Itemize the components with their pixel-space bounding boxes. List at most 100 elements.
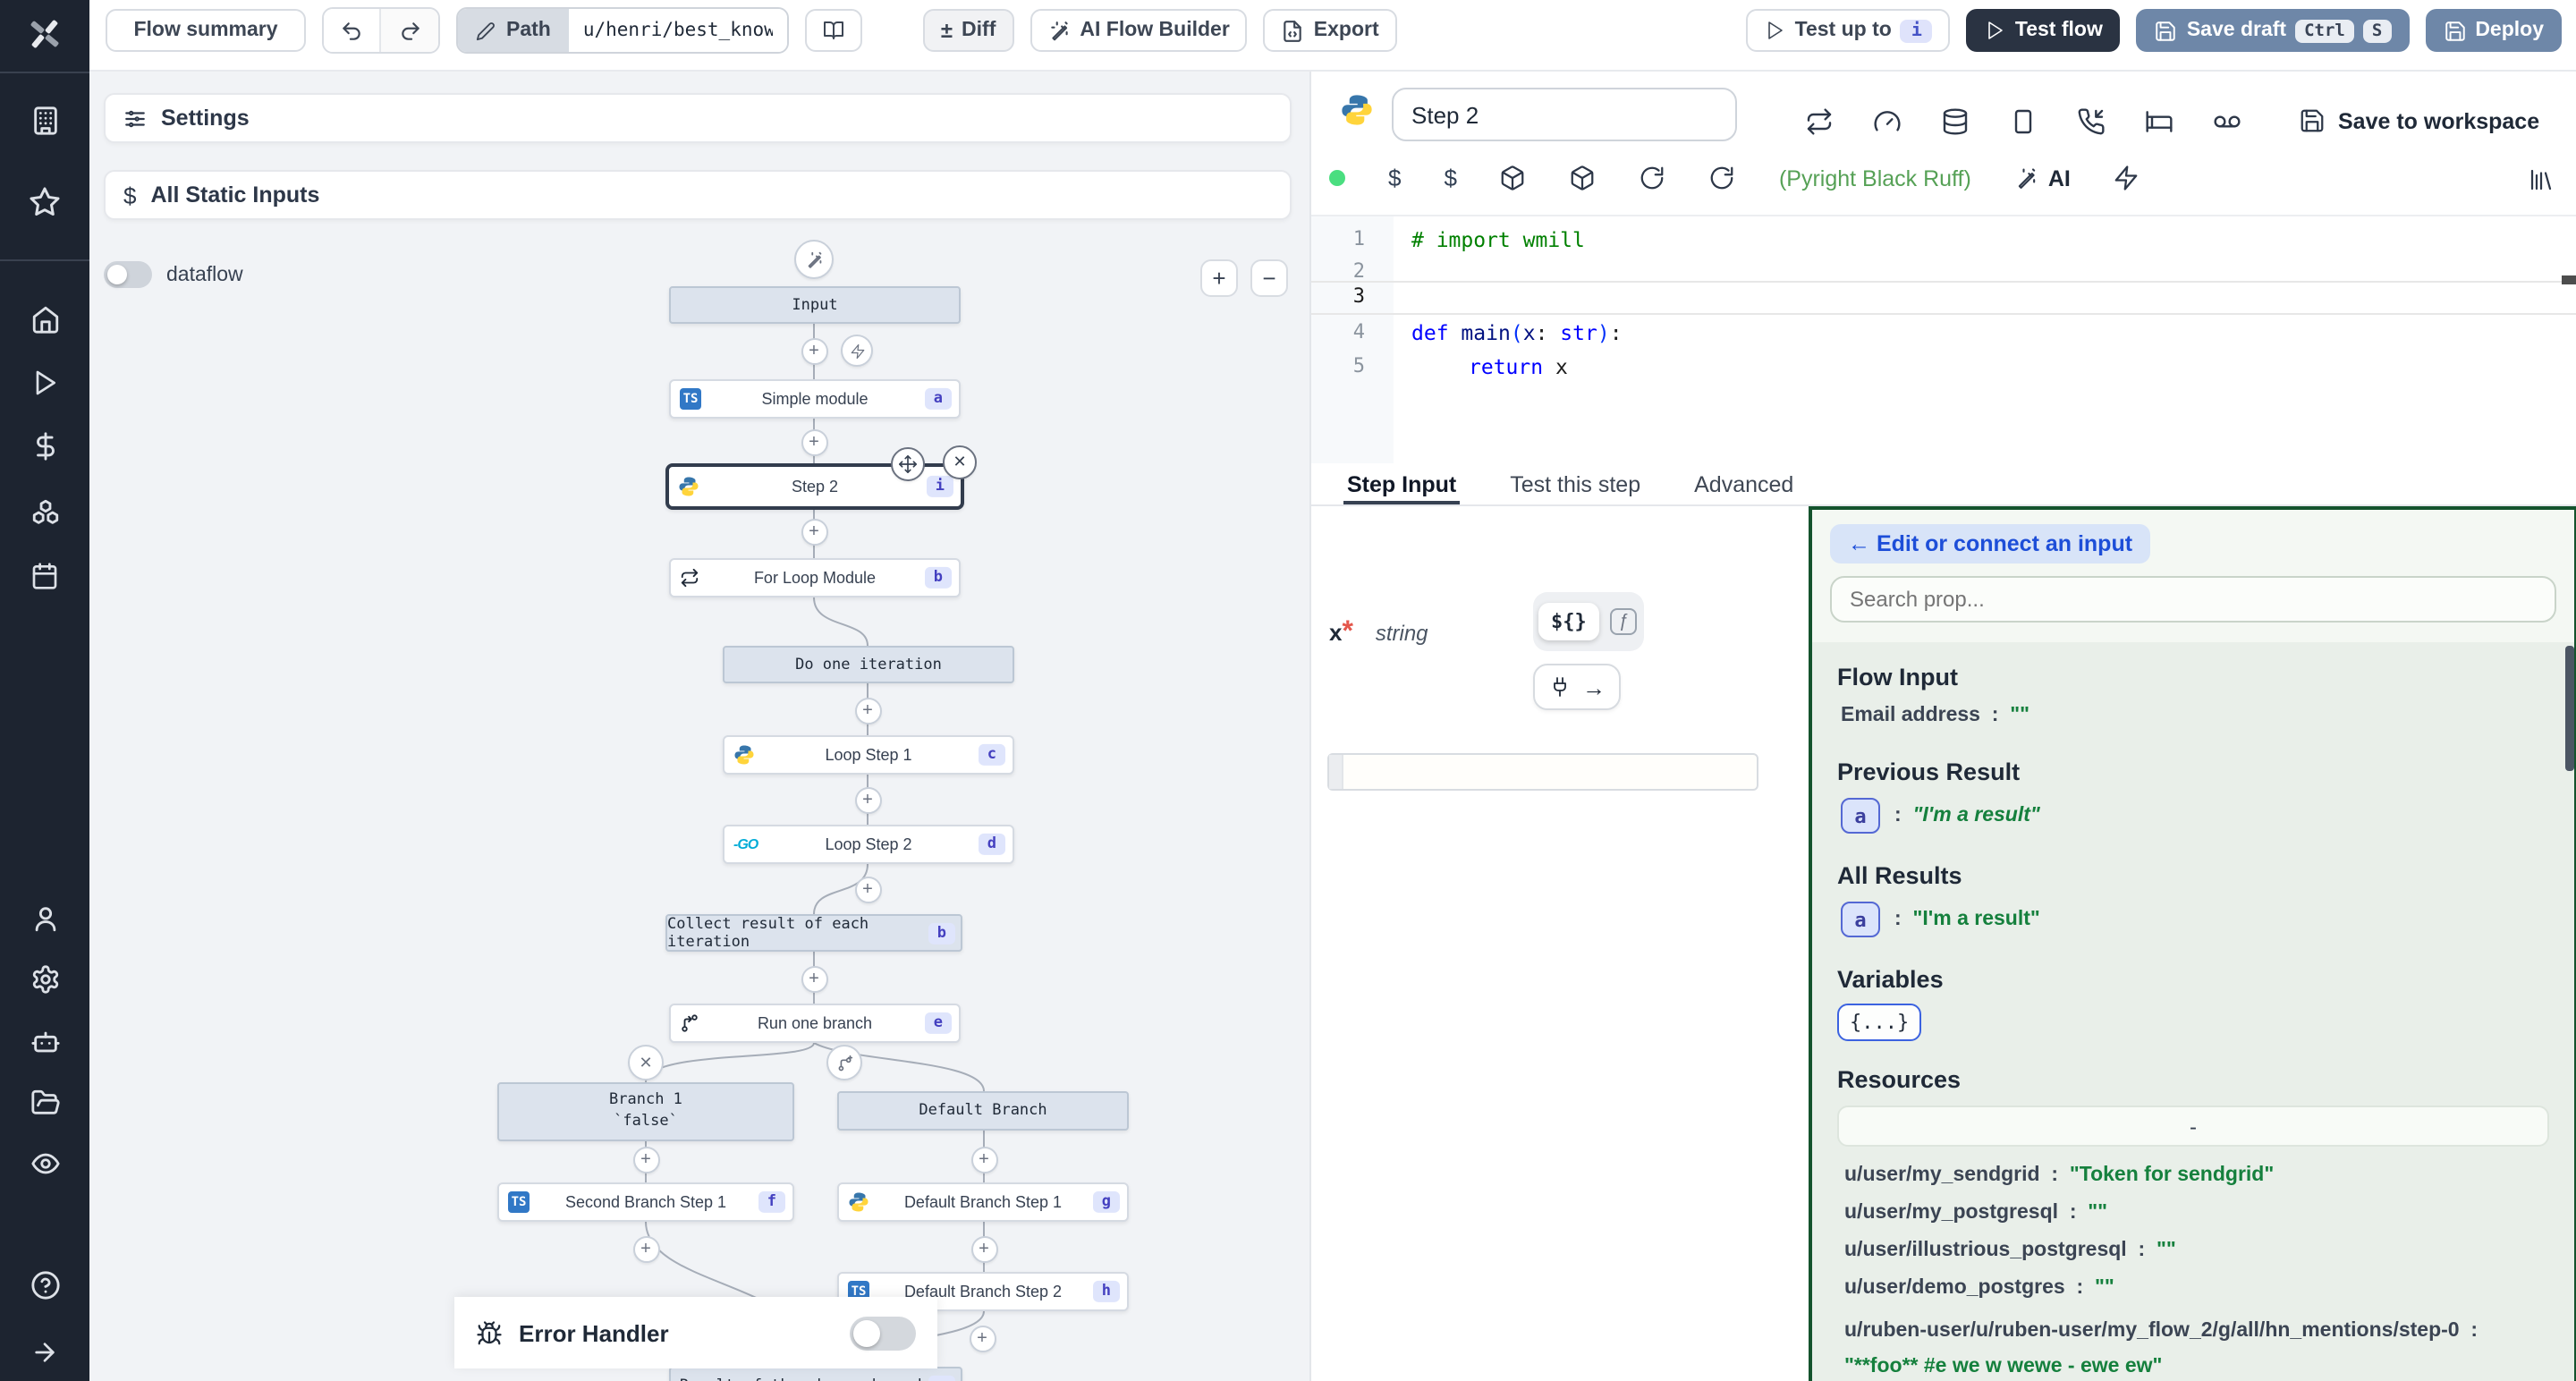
flow-node-collect-result[interactable]: Collect result of each iteration b [665, 914, 962, 952]
add-branch-button[interactable] [826, 1045, 862, 1080]
calendar-icon[interactable] [0, 562, 89, 590]
add-step-button[interactable]: + [970, 1235, 997, 1262]
all-results-row[interactable]: a : "I'm a result" [1841, 902, 2574, 937]
resource-row[interactable]: u/user/my_postgresql : "" [1844, 1202, 2108, 1224]
package-icon[interactable] [1570, 165, 1597, 191]
dollar-icon[interactable]: $ [1444, 165, 1457, 191]
arrow-right-icon[interactable] [0, 1338, 89, 1367]
flow-node-input[interactable]: Input [669, 286, 961, 324]
windmill-logo-icon[interactable] [0, 13, 89, 55]
add-step-button[interactable]: + [970, 1146, 997, 1173]
dataflow-toggle[interactable] [104, 261, 152, 288]
arg-value-input[interactable] [1327, 753, 1758, 791]
undo-button[interactable] [324, 9, 381, 52]
database-icon[interactable] [1941, 107, 1970, 136]
tab-test-this-step[interactable]: Test this step [1510, 472, 1641, 497]
save-draft-button[interactable]: Save draft Ctrl S [2136, 9, 2410, 52]
code-editor[interactable]: 1 2 3 4 5 # import wmill def main(x: str… [1311, 215, 2576, 463]
zap-icon[interactable] [2114, 165, 2140, 191]
zoom-in-button[interactable]: + [1200, 259, 1238, 297]
test-up-to-button[interactable]: Test up to i [1746, 9, 1951, 52]
resource-row[interactable]: u/ruben-user/u/ruben-user/my_flow_2/g/al… [1844, 1320, 2479, 1377]
deploy-button[interactable]: Deploy [2425, 9, 2562, 52]
add-step-button[interactable]: + [854, 876, 881, 902]
connect-input-button[interactable]: → [1533, 664, 1621, 710]
rotate-cw-icon[interactable] [1640, 165, 1666, 191]
resources-select[interactable]: - [1837, 1106, 2549, 1147]
building-icon[interactable] [0, 106, 89, 136]
settings-card[interactable]: Settings [104, 93, 1292, 143]
trigger-zap-button[interactable] [841, 335, 873, 367]
move-step-button[interactable] [891, 447, 925, 481]
rectangle-icon[interactable] [2009, 107, 2038, 136]
home-icon[interactable] [0, 304, 89, 335]
gauge-icon[interactable] [1873, 107, 1902, 136]
folder-open-icon[interactable] [0, 1088, 89, 1118]
add-step-button[interactable]: + [854, 697, 881, 724]
add-step-button[interactable]: + [969, 1325, 996, 1351]
previous-result-row[interactable]: a : "I'm a result" [1841, 798, 2574, 834]
gear-icon[interactable] [0, 964, 89, 995]
repeat-icon[interactable] [1805, 107, 1834, 136]
phone-incoming-icon[interactable] [2077, 107, 2106, 136]
add-step-button[interactable]: + [801, 428, 827, 455]
boxes-icon[interactable] [0, 497, 89, 528]
ai-button[interactable]: AI [2014, 165, 2071, 191]
flow-summary-button[interactable]: Flow summary [106, 9, 306, 52]
flow-node-simple-module[interactable]: TS Simple module a [669, 379, 961, 419]
error-handler-toggle[interactable] [850, 1316, 916, 1350]
flow-node-branch1[interactable]: Branch 1 `false` [497, 1082, 794, 1141]
flow-input-row[interactable]: Email address : "" [1841, 705, 2030, 726]
flow-node-run-one-branch[interactable]: Run one branch e [669, 1004, 961, 1043]
add-step-button[interactable]: + [801, 518, 827, 545]
add-step-button[interactable]: + [801, 337, 827, 364]
back-to-edit-chip[interactable]: ← Edit or connect an input [1830, 524, 2151, 563]
flow-node-do-one-iteration[interactable]: Do one iteration [723, 646, 1014, 683]
dollar-icon[interactable]: $ [1388, 165, 1402, 191]
add-step-button[interactable]: + [632, 1146, 659, 1173]
test-flow-button[interactable]: Test flow [1966, 9, 2121, 52]
zoom-out-button[interactable]: − [1250, 259, 1288, 297]
library-icon[interactable] [2528, 166, 2555, 193]
flow-node-for-loop[interactable]: For Loop Module b [669, 558, 961, 597]
scrollbar-thumb[interactable] [2565, 646, 2574, 771]
result-id-chip[interactable]: a [1841, 902, 1880, 937]
resource-row[interactable]: u/user/my_sendgrid : "Token for sendgrid… [1844, 1165, 2275, 1186]
flow-node-loop-step2[interactable]: -GO Loop Step 2 d [723, 825, 1014, 864]
step-name-input[interactable] [1392, 88, 1737, 141]
dollar-icon[interactable] [0, 431, 89, 462]
all-static-inputs-card[interactable]: $ All Static Inputs [104, 170, 1292, 220]
play-icon[interactable] [0, 369, 89, 397]
star-icon[interactable] [0, 186, 89, 218]
flow-node-result[interactable]: Result of the chosen branch e [669, 1367, 962, 1381]
add-step-button[interactable]: + [632, 1235, 659, 1262]
bot-icon[interactable] [0, 1027, 89, 1057]
flow-node-default-branch-step1[interactable]: Default Branch Step 1 g [837, 1182, 1129, 1222]
package-icon[interactable] [1500, 165, 1527, 191]
eye-icon[interactable] [0, 1148, 89, 1179]
search-prop-input[interactable] [1830, 576, 2556, 623]
remove-branch-button[interactable]: ✕ [628, 1045, 664, 1080]
add-step-button[interactable]: + [801, 965, 827, 992]
ai-flow-builder-button[interactable]: AI Flow Builder [1030, 9, 1248, 52]
flow-node-second-branch-step1[interactable]: TS Second Branch Step 1 f [497, 1182, 794, 1222]
export-button[interactable]: Export [1263, 9, 1397, 52]
diff-button[interactable]: ±Diff [922, 9, 1014, 52]
add-step-button[interactable]: + [854, 786, 881, 813]
voicemail-icon[interactable] [2213, 107, 2241, 136]
bed-icon[interactable] [2145, 107, 2174, 136]
template-mode-button[interactable]: ${} [1538, 603, 1599, 640]
book-button[interactable] [804, 9, 862, 52]
resource-row[interactable]: u/user/illustrious_postgresql : "" [1844, 1240, 2176, 1261]
redo-button[interactable] [381, 9, 438, 52]
path-input[interactable] [568, 9, 787, 52]
flow-node-default-branch[interactable]: Default Branch [837, 1091, 1129, 1131]
flow-node-loop-step1[interactable]: Loop Step 1 c [723, 735, 1014, 775]
help-icon[interactable] [0, 1270, 89, 1301]
resource-row[interactable]: u/user/demo_postgres : "" [1844, 1277, 2114, 1299]
function-mode-button[interactable]: ƒ [1609, 608, 1637, 635]
path-label[interactable]: Path [458, 9, 569, 52]
tab-advanced[interactable]: Advanced [1694, 472, 1794, 497]
result-id-chip[interactable]: a [1841, 798, 1880, 834]
save-to-workspace-button[interactable]: Save to workspace [2299, 107, 2539, 134]
